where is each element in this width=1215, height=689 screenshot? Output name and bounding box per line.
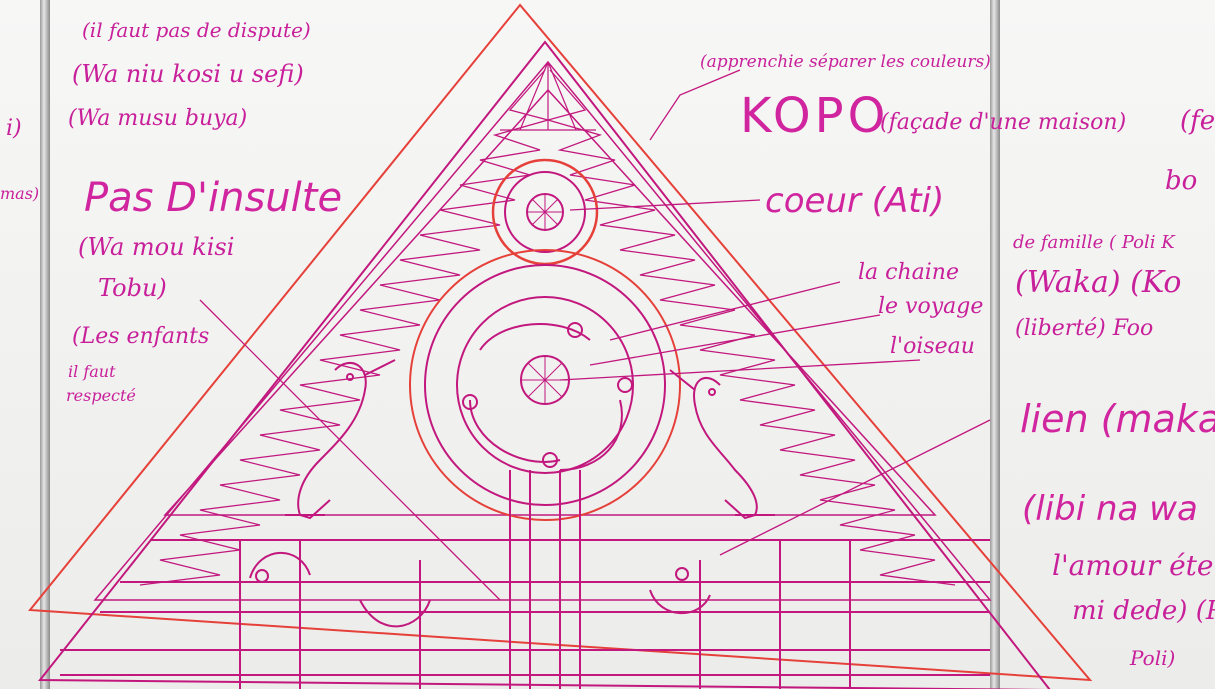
note-la-chaine: la chaine [858, 262, 959, 284]
bird-right [670, 370, 775, 518]
note-liberte: (liberté) Foo [1015, 318, 1153, 340]
note-kopo-tail: (fe [1180, 108, 1215, 134]
note-kopo-sub: bo [1165, 168, 1197, 194]
zigzag-right [548, 70, 955, 585]
note-wa-niu-kosi: (Wa niu kosi u sefi) [72, 62, 304, 86]
note-wa-mou-kisi: (Wa mou kisi [78, 235, 234, 259]
edge-note-1: i) [6, 118, 22, 140]
inner-triangle-3 [165, 90, 935, 515]
note-poli: Poli) [1130, 648, 1175, 668]
note-no-dispute: (il faut pas de dispute) [82, 20, 311, 40]
note-mi-dede: mi dede) (Po [1072, 598, 1215, 624]
note-lamour-eterni: l'amour éterni [1052, 552, 1215, 580]
note-de-famille: de famille ( Poli K [1013, 234, 1175, 252]
note-waka: (Waka) (Ko [1015, 268, 1182, 298]
note-kopo-title: KOPO [740, 92, 889, 140]
top-fan [500, 62, 596, 130]
note-lien-makad: lien (makad [1020, 400, 1215, 438]
note-respecte: respecté [66, 388, 136, 404]
edge-note-2: mas) [0, 186, 39, 202]
note-kopo-desc: (façade d'une maison) [880, 112, 1126, 134]
note-tobu: Tobu) [98, 276, 167, 300]
note-wa-musu-buya: (Wa musu buya) [68, 108, 247, 130]
note-coeur: coeur (Ati) [765, 184, 944, 218]
heart-rosette-lines [527, 194, 563, 230]
note-pas-dinsulte: Pas D'insulte [84, 178, 342, 218]
note-le-voyage: le voyage [878, 296, 983, 318]
note-il-faut: il faut [68, 364, 116, 380]
bird-left [285, 360, 395, 518]
note-separation: (apprenchie séparer les couleurs) [700, 54, 991, 71]
note-les-enfants: (Les enfants [72, 326, 209, 348]
woven-base [60, 540, 990, 689]
note-l-oiseau: l'oiseau [890, 336, 975, 358]
note-libi-na-wa: (libi na wa [1022, 492, 1198, 526]
